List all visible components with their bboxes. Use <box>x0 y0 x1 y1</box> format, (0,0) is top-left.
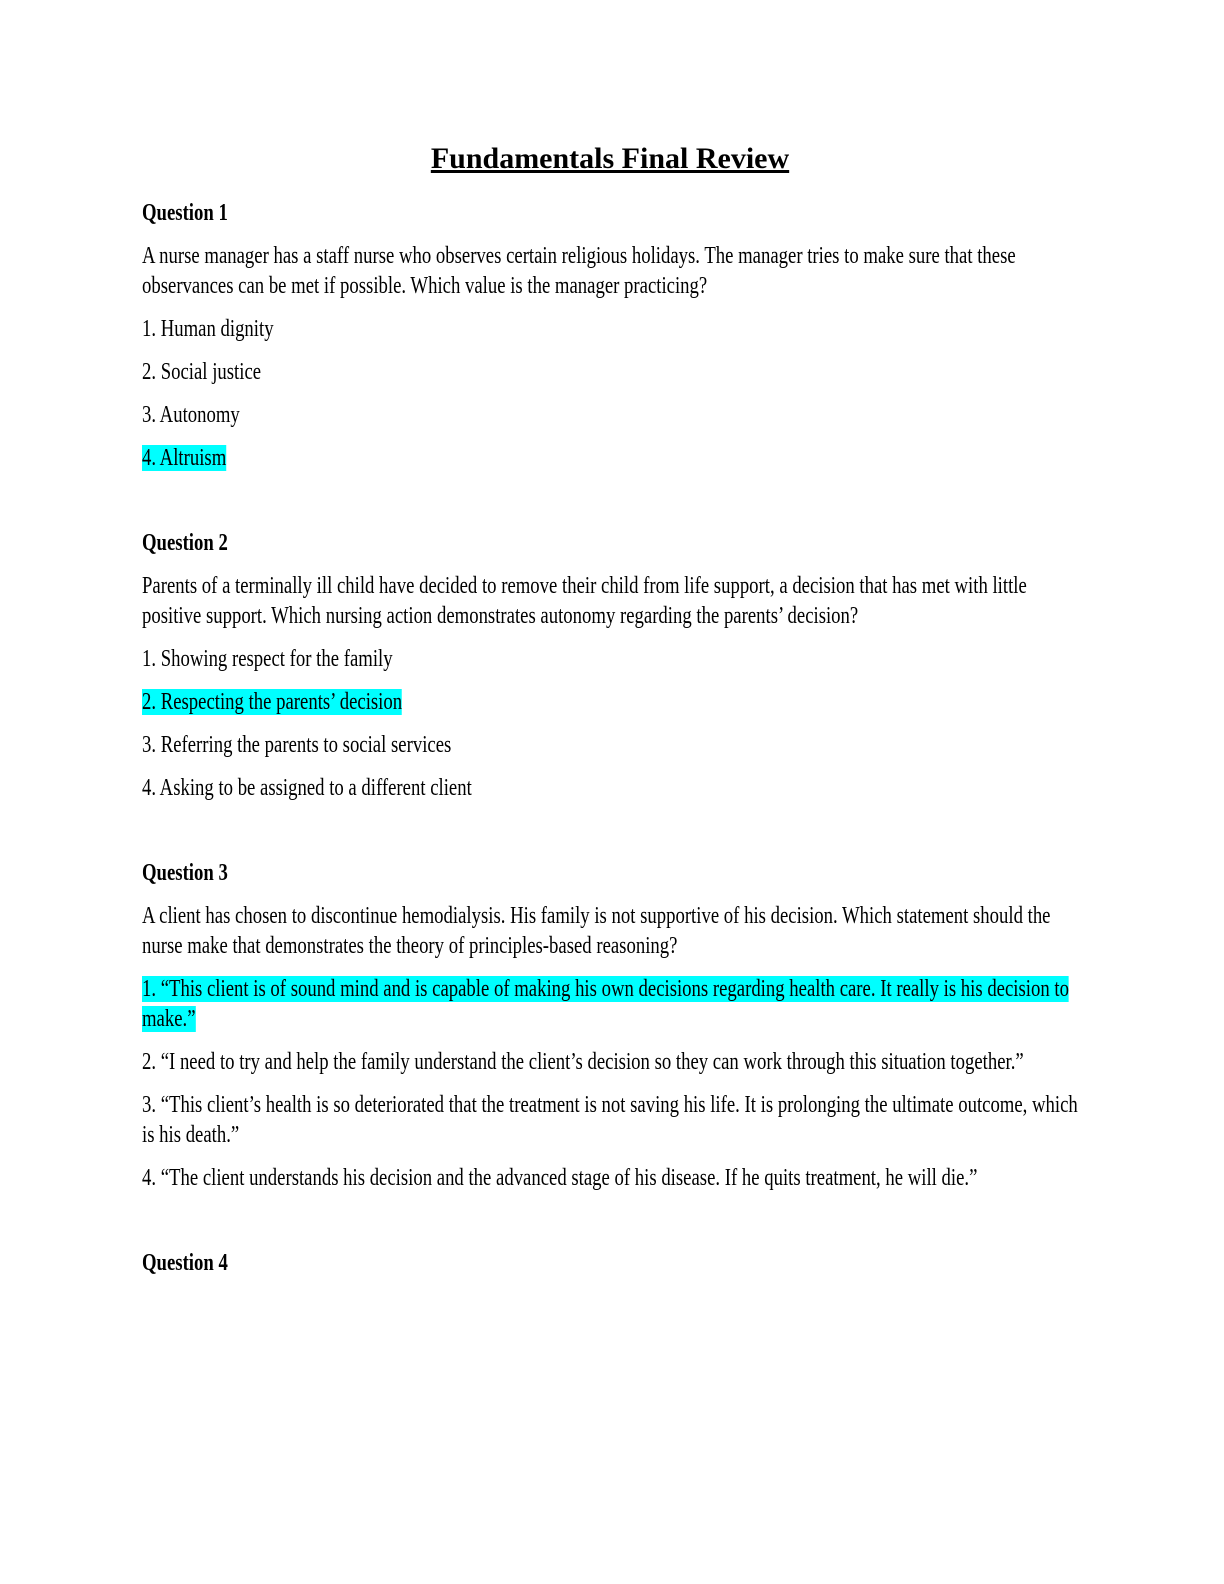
option-text-highlighted: 4. Altruism <box>142 445 227 471</box>
option-text: 2. Social justice <box>142 359 262 385</box>
question-heading: Question 3 <box>142 860 228 886</box>
question-prompt: Parents of a terminally ill child have d… <box>142 573 1027 629</box>
question-prompt: A client has chosen to discontinue hemod… <box>142 903 1051 959</box>
option-text: 3. “This client’s health is so deteriora… <box>142 1092 1078 1148</box>
answer-option: 3. “This client’s health is so deteriora… <box>142 1090 1078 1150</box>
question-block-2: Question 2 Parents of a terminally ill c… <box>142 486 1078 803</box>
answer-option: 4. Altruism <box>142 443 1078 473</box>
answer-option: 1. Human dignity <box>142 314 1078 344</box>
question-block-1: Question 1 A nurse manager has a staff n… <box>142 178 1078 473</box>
document-body: Question 1 A nurse manager has a staff n… <box>142 178 1078 1278</box>
question-heading: Question 2 <box>142 530 228 556</box>
answer-option: 4. “The client understands his decision … <box>142 1163 1078 1193</box>
option-text: 1. Showing respect for the family <box>142 646 393 672</box>
option-text: 2. “I need to try and help the family un… <box>142 1049 1024 1075</box>
question-prompt: A nurse manager has a staff nurse who ob… <box>142 243 1016 299</box>
question-heading: Question 4 <box>142 1250 228 1276</box>
answer-option: 2. “I need to try and help the family un… <box>142 1047 1078 1077</box>
question-block-3: Question 3 A client has chosen to discon… <box>142 816 1078 1193</box>
option-text: 3. Autonomy <box>142 402 240 428</box>
answer-option: 2. Social justice <box>142 357 1078 387</box>
option-text: 3. Referring the parents to social servi… <box>142 732 452 758</box>
option-text-highlighted: 2. Respecting the parents’ decision <box>142 689 403 715</box>
answer-option: 3. Referring the parents to social servi… <box>142 730 1078 760</box>
option-text: 4. Asking to be assigned to a different … <box>142 775 472 801</box>
question-heading: Question 1 <box>142 200 228 226</box>
answer-option: 1. Showing respect for the family <box>142 644 1078 674</box>
answer-option: 4. Asking to be assigned to a different … <box>142 773 1078 803</box>
answer-option: 1. “This client is of sound mind and is … <box>142 974 1078 1034</box>
option-text: 1. Human dignity <box>142 316 274 342</box>
document-title: Fundamentals Final Review <box>430 142 790 175</box>
option-text-highlighted: 1. “This client is of sound mind and is … <box>142 976 1069 1032</box>
option-text: 4. “The client understands his decision … <box>142 1165 978 1191</box>
question-block-4: Question 4 <box>142 1206 1078 1278</box>
answer-option: 2. Respecting the parents’ decision <box>142 687 1078 717</box>
document-page: Fundamentals Final Review Question 1 A n… <box>142 142 1078 1278</box>
answer-option: 3. Autonomy <box>142 400 1078 430</box>
